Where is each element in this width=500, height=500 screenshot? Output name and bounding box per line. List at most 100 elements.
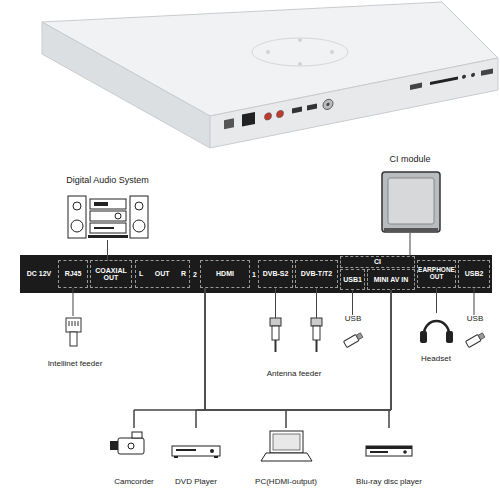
antenna-pin bbox=[326, 102, 329, 106]
device-name: Intellinet feeder bbox=[48, 360, 103, 368]
hifi-knob bbox=[115, 213, 121, 219]
device-name: USB bbox=[467, 315, 483, 323]
device-name: PC(HDMI-output) bbox=[255, 478, 317, 486]
speaker-icon bbox=[68, 196, 86, 238]
port-name: DC 12V bbox=[27, 270, 52, 277]
port-name: R bbox=[181, 270, 186, 277]
device-name: DVD Player bbox=[175, 478, 217, 486]
usb-stick-icon bbox=[465, 332, 485, 348]
device-side bbox=[42, 22, 210, 148]
port-name: COAXIAL OUT bbox=[91, 267, 131, 282]
text-holder: USB bbox=[336, 315, 370, 351]
coax-plug-body bbox=[313, 326, 320, 340]
dc-jack bbox=[224, 118, 234, 129]
port-name: USB2 bbox=[465, 270, 484, 277]
text-holder: USB2 bbox=[459, 261, 489, 287]
port-box: DVB-S2 bbox=[258, 260, 293, 288]
port-box: CI bbox=[340, 256, 415, 268]
text-holder: DC 12V bbox=[22, 260, 56, 288]
port-box: RJ45 bbox=[58, 260, 88, 288]
connector-line bbox=[196, 288, 205, 428]
text-holder: USB1 bbox=[341, 270, 364, 289]
dvd-tray bbox=[176, 449, 196, 451]
port-name: CI bbox=[374, 258, 381, 265]
speaker-cone bbox=[73, 202, 81, 210]
audio-jack bbox=[462, 74, 466, 79]
connector-line bbox=[196, 290, 391, 428]
dvd-foot bbox=[174, 456, 178, 458]
text-holder: Digital Audio System bbox=[40, 176, 175, 240]
device-box: Digital Audio System bbox=[40, 176, 175, 240]
camcorder-detail bbox=[128, 443, 134, 449]
port-name: DVB-S2 bbox=[263, 270, 289, 277]
usb-stick-icon bbox=[343, 332, 363, 348]
plug-cable bbox=[70, 332, 77, 346]
text-holder: Antenna feeder bbox=[250, 318, 338, 378]
port-box: LOUTR bbox=[135, 260, 190, 288]
hifi-unit bbox=[90, 211, 126, 221]
text-holder: Camcorder bbox=[106, 428, 162, 486]
device-name: Antenna feeder bbox=[267, 370, 322, 378]
laptop-base bbox=[261, 453, 312, 461]
camcorder-viewfinder bbox=[132, 432, 142, 438]
port-band: DC 12V RJ45COAXIAL OUT LOUTR HDMI DVB-S2 DVB-… bbox=[20, 255, 492, 293]
connector-line bbox=[352, 290, 353, 315]
speaker-icon bbox=[130, 196, 148, 238]
port-panel bbox=[224, 64, 493, 130]
bluray-strip bbox=[366, 446, 412, 449]
port-name: DVB-T/T2 bbox=[301, 270, 333, 277]
rj45-port bbox=[242, 112, 255, 127]
dvd-foot bbox=[214, 456, 218, 458]
camcorder-icon bbox=[118, 438, 144, 454]
text-holder: COAXIAL OUT bbox=[91, 261, 131, 287]
device-name: USB bbox=[345, 315, 361, 323]
port-box: DVB-T/T2 bbox=[295, 260, 338, 288]
device-name: CI module bbox=[389, 155, 430, 164]
hdmi-port bbox=[307, 104, 317, 111]
device-box: Headset bbox=[410, 313, 462, 363]
antenna-port bbox=[323, 98, 333, 110]
coax-plug-icon bbox=[270, 318, 281, 326]
connector-line bbox=[205, 288, 389, 428]
device-name: Camcorder bbox=[114, 478, 154, 486]
text-holder: LOUTR bbox=[136, 261, 189, 287]
device-box: PC(HDMI-output) bbox=[240, 428, 332, 486]
device-box: CI module bbox=[372, 155, 448, 233]
port-box: COAXIAL OUT bbox=[90, 260, 132, 288]
top-dot bbox=[330, 50, 334, 54]
bluray-player-icon bbox=[366, 446, 412, 456]
ci-card-edge bbox=[384, 228, 438, 231]
port-box: EARPHONE OUT bbox=[417, 260, 456, 288]
connector-line bbox=[134, 290, 391, 428]
usb-stick-plug bbox=[356, 333, 363, 340]
port-number: 1 bbox=[250, 266, 258, 282]
connector-line bbox=[73, 288, 74, 316]
device-name: Blu-ray disc player bbox=[356, 478, 422, 486]
coax-cable bbox=[316, 340, 318, 352]
coax-cable bbox=[275, 340, 277, 352]
plug-contact bbox=[78, 321, 79, 326]
port-name: L bbox=[139, 270, 143, 277]
text-holder: PC(HDMI-output) bbox=[240, 428, 332, 486]
hifi-base bbox=[88, 235, 128, 238]
coax-plug-icon bbox=[311, 318, 322, 326]
top-dot bbox=[298, 62, 302, 66]
ci-card-icon bbox=[382, 172, 440, 232]
audio-jack bbox=[471, 72, 475, 77]
hifi-unit bbox=[90, 223, 126, 233]
text-holder: CI bbox=[341, 257, 414, 267]
text-holder: DVD Player bbox=[165, 428, 227, 486]
connector-line bbox=[107, 240, 108, 260]
ci-card-label bbox=[388, 178, 434, 224]
hifi-tray bbox=[94, 227, 114, 229]
usb-stick-plug bbox=[478, 333, 485, 340]
rca-port bbox=[277, 110, 284, 118]
port-name: MINI AV IN bbox=[374, 276, 409, 283]
text-holder: DVB-T/T2 bbox=[296, 261, 337, 287]
device-box: Intellinet feeder bbox=[40, 316, 110, 368]
port-name: HDMI bbox=[216, 270, 234, 277]
text-holder: DVB-S2 bbox=[259, 261, 292, 287]
device-front bbox=[210, 58, 498, 148]
